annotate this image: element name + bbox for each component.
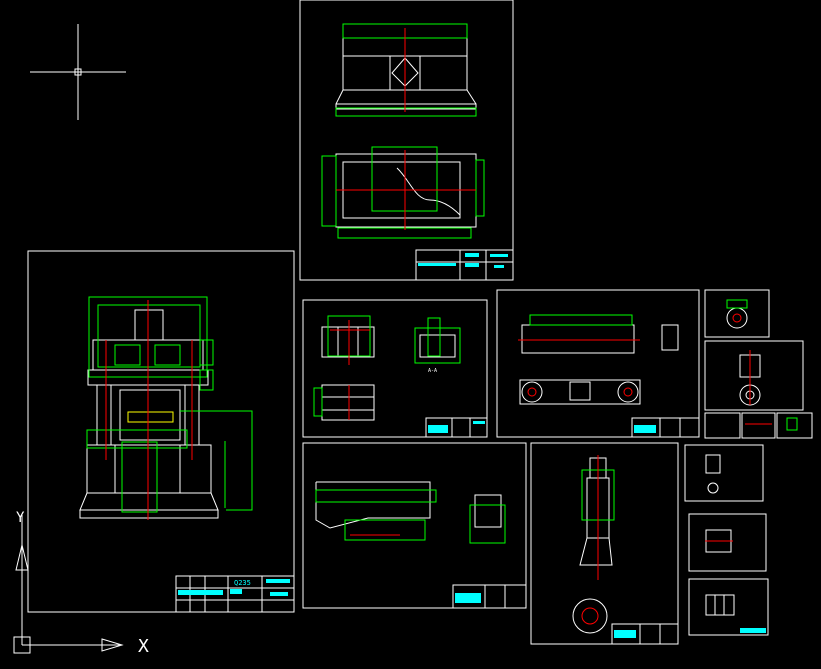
sheet-arm[interactable] (302, 442, 527, 609)
sheet-base-frame[interactable] (299, 0, 514, 281)
title-block (452, 584, 527, 609)
sheet-main-assembly[interactable]: Q235 (27, 250, 295, 613)
crosshair-icon (30, 24, 126, 120)
material-label: Q235 (234, 579, 251, 587)
ucs-x-label: X (138, 636, 149, 657)
title-block (611, 623, 679, 645)
ucs-icon: Y X (13, 510, 149, 657)
sheet-shaft[interactable] (530, 442, 679, 645)
sheet-section-aa[interactable]: A-A (302, 299, 488, 438)
sheet-beam[interactable] (496, 289, 700, 438)
title-block (425, 417, 488, 438)
ucs-y-label: Y (16, 510, 25, 526)
title-block (631, 417, 700, 438)
sheet-small-1[interactable] (704, 289, 770, 338)
sheet-small-3[interactable] (704, 412, 813, 439)
sheet-small-5[interactable] (688, 513, 767, 572)
section-label: A-A (428, 368, 437, 374)
sheet-small-4[interactable] (684, 444, 764, 502)
title-block: Q235 (175, 575, 295, 613)
title-block (415, 249, 514, 281)
sheet-small-6[interactable] (688, 578, 769, 636)
sheet-small-2[interactable] (704, 340, 804, 411)
